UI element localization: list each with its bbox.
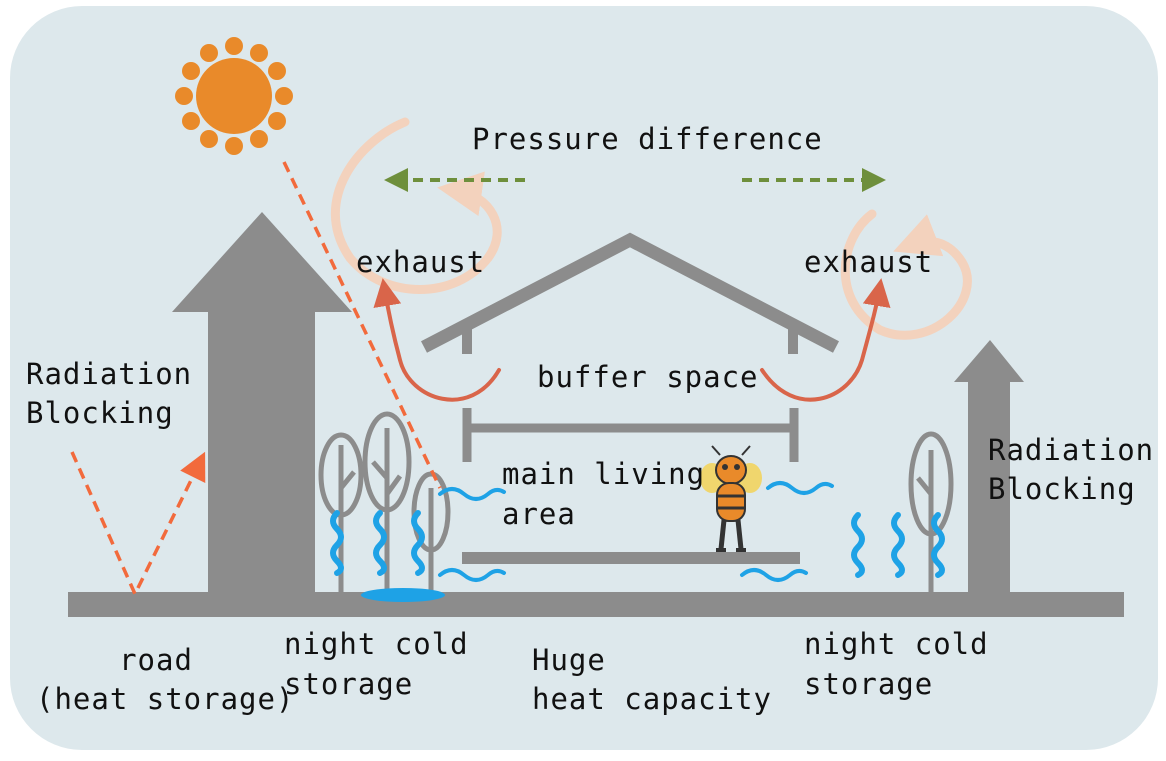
road-label-line1: road [119, 643, 193, 677]
ground [68, 592, 1124, 617]
building-left [172, 212, 352, 592]
exhaust-label-left: exhaust [356, 245, 486, 279]
huge-heat-capacity-line2: heat capacity [532, 682, 772, 716]
exhaust-arrow-right [760, 278, 891, 402]
radiation-blocking-left-line1: Radiation [26, 357, 193, 391]
cooling-wave-vertical-right [851, 512, 945, 578]
buffer-space-label: buffer space [537, 360, 759, 394]
sun-icon [175, 37, 293, 155]
cooling-wave-vertical-left [330, 510, 425, 576]
night-cold-storage-left-line2: storage [284, 667, 414, 701]
night-cold-storage-right-line2: storage [804, 667, 934, 701]
main-living-area-line1: main living [502, 457, 706, 491]
swirl-right [840, 209, 972, 340]
radiation-blocking-right-line2: Blocking [988, 472, 1136, 506]
huge-heat-capacity-line1: Huge [532, 643, 606, 677]
bee-character-icon [700, 445, 762, 552]
pressure-difference-label: Pressure difference [472, 122, 823, 156]
exhaust-label-right: exhaust [804, 245, 934, 279]
house-roof [421, 232, 839, 353]
radiation-blocking-left-line2: Blocking [26, 396, 174, 430]
building-right [954, 340, 1024, 592]
cooling-wave-horizontal [438, 481, 834, 582]
night-cold-storage-right-line1: night cold [804, 627, 989, 661]
night-cold-storage-left-line1: night cold [284, 627, 469, 661]
main-living-area-line2: area [502, 497, 576, 531]
sun-ray-arrow [282, 161, 442, 489]
radiation-blocking-right-line1: Radiation [988, 433, 1155, 467]
road-label-line2: (heat storage) [36, 682, 295, 716]
tree-icon [411, 471, 451, 596]
floor-slab [462, 552, 800, 564]
exhaust-arrow-left [373, 278, 501, 402]
water-puddle [361, 588, 445, 602]
reflection-arrow [70, 451, 206, 599]
